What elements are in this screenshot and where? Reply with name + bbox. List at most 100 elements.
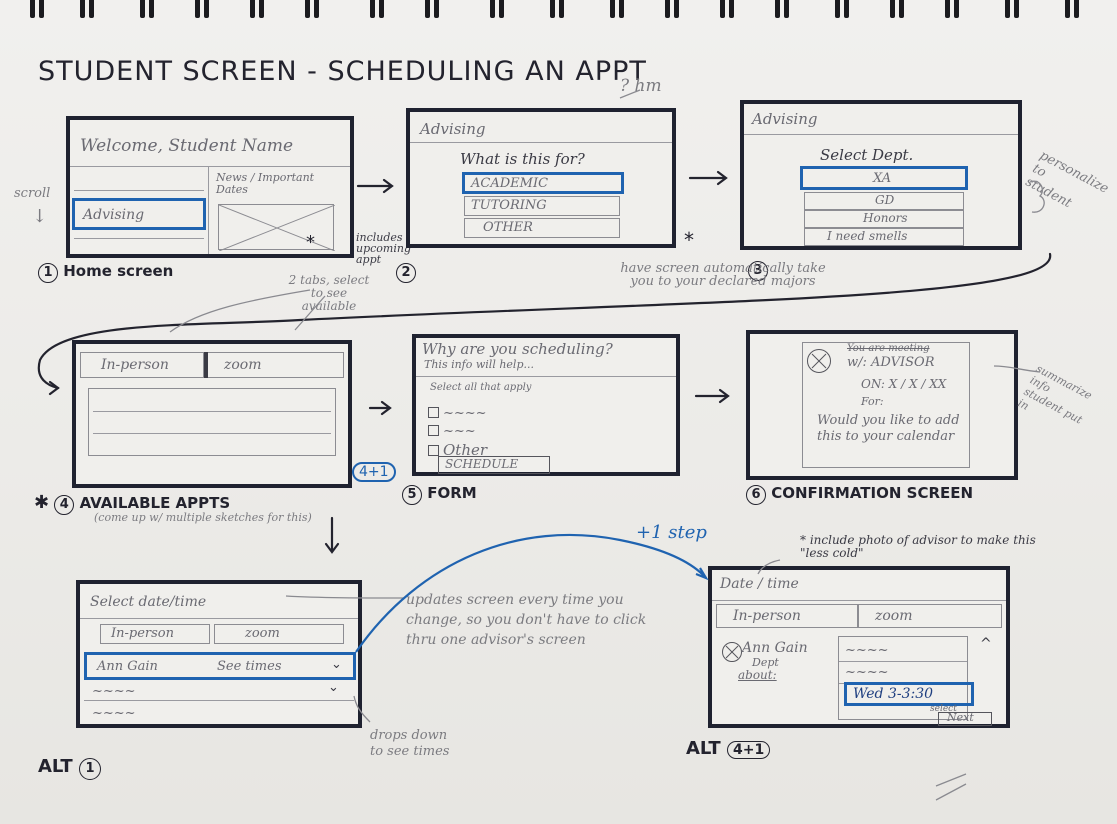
- checkbox-other[interactable]: Other: [428, 440, 487, 459]
- form-select-all: Select all that apply: [430, 382, 532, 393]
- screen-3-question: Select Dept.: [820, 146, 914, 164]
- caption-alt-1: ALT 1: [38, 756, 101, 780]
- chevron-down-icon[interactable]: ⌄: [328, 680, 339, 695]
- screen-1-home: Welcome, Student Name News / Important D…: [66, 116, 354, 258]
- alt41-about: about:: [738, 668, 777, 682]
- option-tutoring[interactable]: TUTORING: [464, 196, 620, 216]
- asterisk-note-1: *: [306, 232, 315, 253]
- caption-6: 6 CONFIRMATION SCREEN: [746, 484, 973, 505]
- advising-menu-item[interactable]: Advising: [72, 198, 206, 230]
- confirm-calendar-prompt: Would you like to add this to your calen…: [817, 413, 960, 444]
- caption-2: 2: [396, 262, 416, 283]
- form-subtitle: This info will help...: [424, 358, 534, 371]
- alt41-header: Date / time: [720, 576, 799, 592]
- chevron-down-icon[interactable]: ⌄: [331, 657, 342, 672]
- dept-honors[interactable]: Honors: [804, 210, 964, 228]
- screen-alt-4-plus-1: Date / time In-person zoom Ann Gain Dept…: [708, 566, 1010, 728]
- tab-in-person-label: In-person: [101, 357, 169, 373]
- note-include-photo: * include photo of advisor to make this …: [800, 533, 1036, 560]
- alt41-dept: Dept: [752, 656, 779, 669]
- schedule-button[interactable]: SCHEDULE: [438, 456, 550, 474]
- dept-gd[interactable]: GD: [804, 192, 964, 210]
- screen-alt-1: Select date/time In-person zoom Ann Gain…: [76, 580, 362, 728]
- caption-1: 1 Home screen: [38, 262, 173, 283]
- dept-need-smells-label: I need smells: [827, 229, 908, 243]
- option-academic-label: ACADEMIC: [471, 176, 549, 191]
- advisor-photo-placeholder: [807, 349, 831, 373]
- note-two-tabs: 2 tabs, select to see available: [288, 273, 370, 313]
- checkbox-1[interactable]: ~~~~: [428, 402, 487, 421]
- image-placeholder: [218, 204, 335, 251]
- screen-4-available: In-person zoom: [72, 340, 352, 488]
- dept-gd-label: GD: [875, 193, 895, 207]
- confirm-advisor: w/: ADVISOR: [847, 355, 935, 370]
- alt1-advisor-row[interactable]: Ann Gain See times ⌄: [84, 652, 356, 680]
- dept-xa-label: XA: [873, 171, 892, 186]
- note-drops-down: drops down to see times: [370, 728, 450, 759]
- page-title: STUDENT SCREEN - SCHEDULING AN APPT: [38, 56, 647, 87]
- note-scroll: scroll: [14, 186, 51, 201]
- dept-need-smells[interactable]: I need smells: [804, 228, 964, 246]
- alt41-tab-in-person-label: In-person: [733, 608, 801, 624]
- caption-5: 5 FORM: [402, 484, 477, 505]
- alt41-select-label: select: [930, 704, 957, 714]
- alt41-tab-zoom-label: zoom: [875, 608, 913, 624]
- note-have-screen: have screen automatically take you to yo…: [620, 261, 826, 289]
- alt1-advisor-name: Ann Gain: [97, 659, 158, 674]
- note-come-up: (come up w/ multiple sketches for this): [94, 511, 312, 524]
- screen-2-question: What is this for?: [460, 150, 585, 168]
- advising-label: Advising: [83, 207, 145, 223]
- confirm-for: For:: [861, 395, 884, 408]
- alt41-time-2[interactable]: ~~~~: [845, 665, 889, 680]
- caption-4: ✱ 4 AVAILABLE APPTS: [34, 492, 231, 515]
- alt1-header: Select date/time: [90, 594, 207, 610]
- form-title: Why are you scheduling?: [422, 340, 613, 358]
- alt41-tab-zoom[interactable]: zoom: [858, 604, 1002, 628]
- screen-3-dept: Advising Select Dept. XA GD Honors I nee…: [740, 100, 1022, 250]
- alt41-next-label: Next: [947, 711, 974, 724]
- alt1-row-2: ~~~~: [92, 684, 136, 699]
- appointments-list: [88, 388, 336, 456]
- caption-3: 3: [748, 260, 768, 281]
- news-label: News / Important Dates: [216, 171, 315, 196]
- spiral-binding: [30, 0, 1117, 20]
- option-tutoring-label: TUTORING: [471, 198, 547, 213]
- alt1-tab-zoom[interactable]: zoom: [214, 624, 344, 644]
- alt1-tab-zoom-label: zoom: [245, 626, 280, 641]
- note-plus-one-step: +1 step: [636, 522, 707, 543]
- alt1-row-3: ~~~~: [92, 706, 136, 721]
- asterisk-note-2: *: [684, 228, 694, 252]
- tab-zoom[interactable]: zoom: [208, 352, 344, 378]
- dept-xa[interactable]: XA: [800, 166, 968, 190]
- option-other-label: OTHER: [483, 220, 533, 235]
- option-academic[interactable]: ACADEMIC: [462, 172, 624, 194]
- note-includes-upcoming: includes upcoming appt: [356, 231, 411, 266]
- chevron-up-icon[interactable]: ^: [980, 636, 992, 652]
- screen-5-form: Why are you scheduling? This info will h…: [412, 334, 680, 476]
- welcome-text: Welcome, Student Name: [80, 136, 294, 156]
- alt1-tab-in-person-label: In-person: [111, 626, 175, 641]
- alt41-advisor-name: Ann Gain: [742, 640, 808, 656]
- alt41-advisor-photo: [722, 642, 742, 662]
- alt1-tab-in-person[interactable]: In-person: [100, 624, 210, 644]
- tab-in-person[interactable]: In-person: [80, 352, 204, 378]
- confirmation-card: You are meeting w/: ADVISOR ON: X / X / …: [802, 342, 970, 468]
- schedule-button-label: SCHEDULE: [445, 457, 519, 471]
- alt1-see-times[interactable]: See times: [217, 659, 282, 674]
- alt41-slot-label: Wed 3-3:30: [853, 686, 934, 702]
- caption-alt-4-plus-1: ALT 4+1: [686, 738, 771, 759]
- alt41-time-1[interactable]: ~~~~: [845, 643, 889, 658]
- alt41-slot-selected[interactable]: Wed 3-3:30: [844, 682, 974, 706]
- confirm-meeting: You are meeting: [847, 343, 930, 354]
- note-hm: ? hm: [620, 76, 662, 96]
- option-other[interactable]: OTHER: [464, 218, 620, 238]
- alt41-next-button[interactable]: Next: [938, 711, 992, 726]
- checkbox-2[interactable]: ~~~: [428, 420, 476, 439]
- screen-2-header: Advising: [420, 120, 486, 138]
- alt41-tab-in-person[interactable]: In-person: [716, 604, 858, 628]
- dept-honors-label: Honors: [863, 211, 908, 225]
- screen-3-header: Advising: [752, 110, 818, 128]
- scroll-arrow: ↓: [32, 206, 48, 227]
